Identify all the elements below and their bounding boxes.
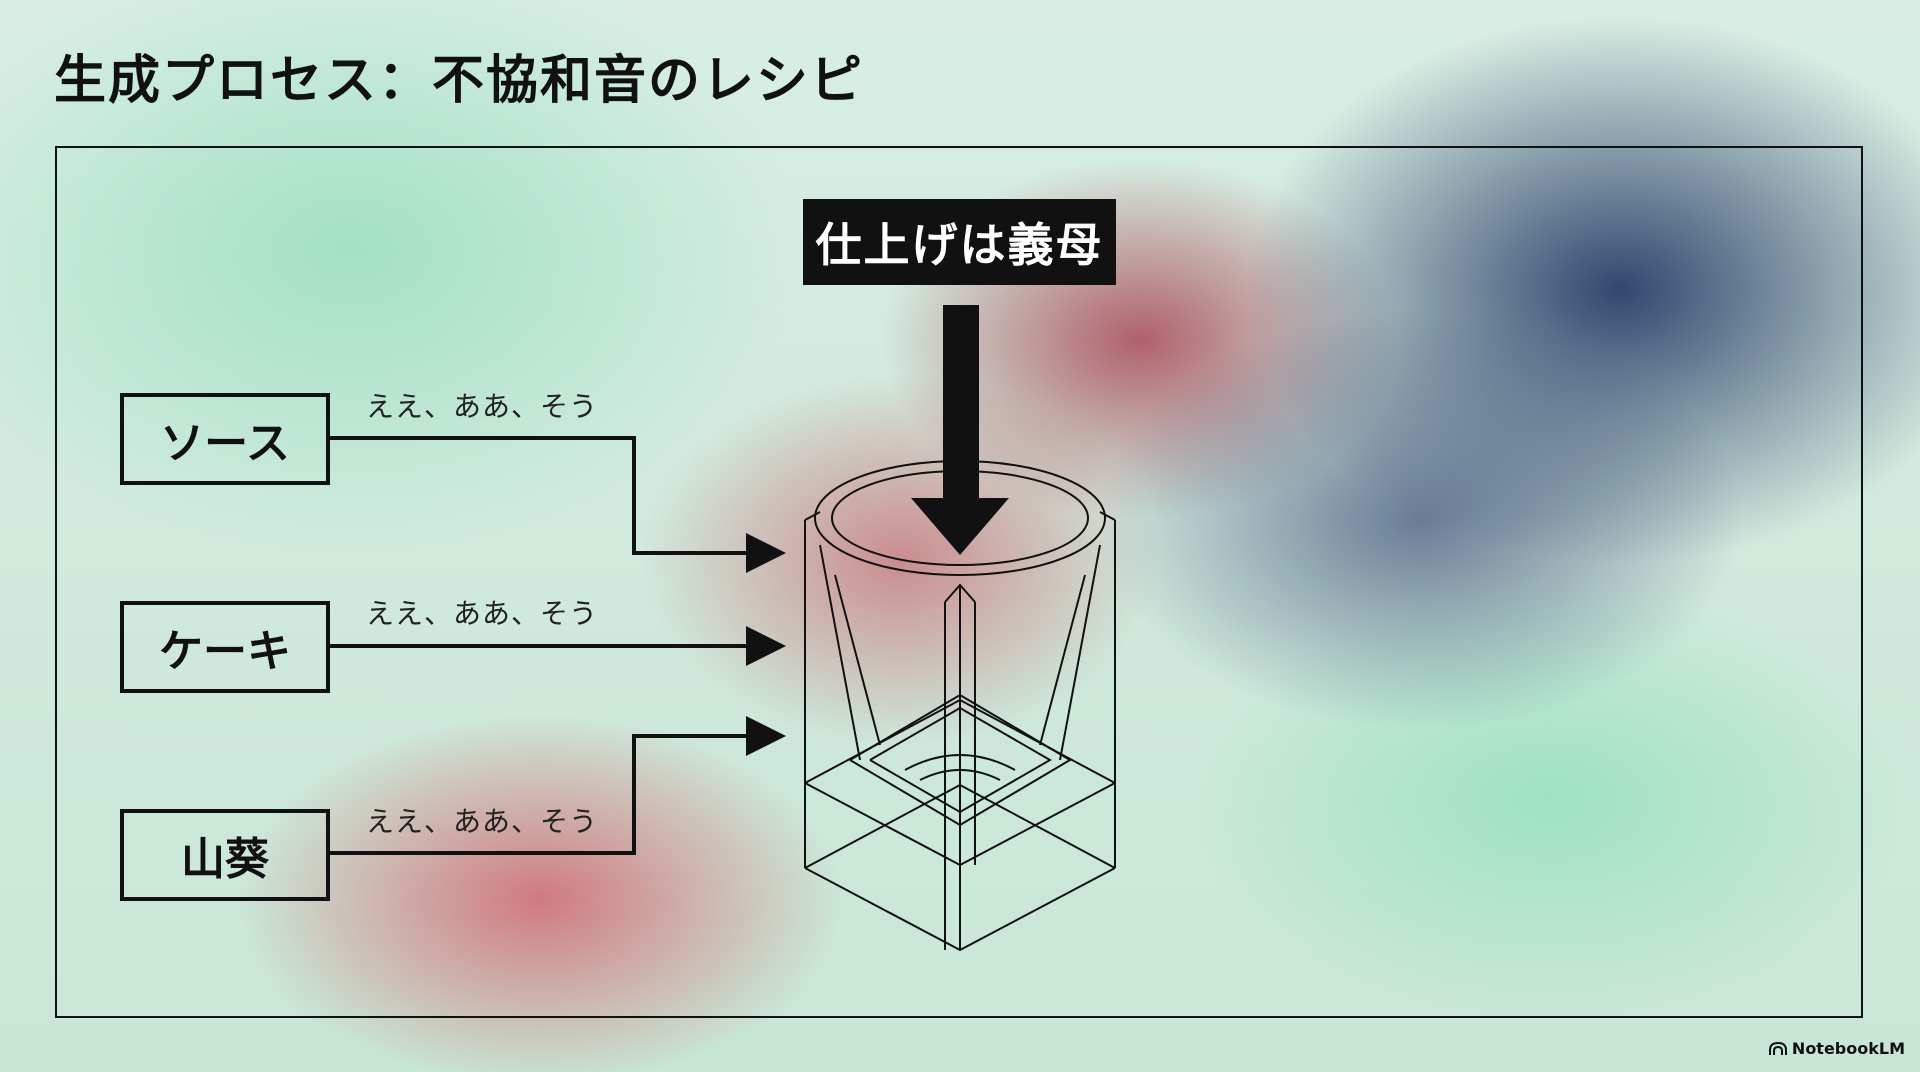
source-box-wasabi: 山葵 bbox=[120, 809, 330, 901]
source-box-sauce: ソース bbox=[120, 393, 330, 485]
source-annotation-1: ええ、ああ、そう bbox=[366, 390, 599, 423]
source-annotation-2: ええ、ああ、そう bbox=[366, 597, 599, 630]
slide-title: 生成プロセス：不協和音のレシピ bbox=[54, 50, 865, 111]
brand-badge: NotebookLM bbox=[1768, 1039, 1905, 1058]
finish-label: 仕上げは義母 bbox=[803, 199, 1116, 285]
notebooklm-logo-icon bbox=[1768, 1041, 1787, 1055]
source-annotation-3: ええ、ああ、そう bbox=[366, 805, 599, 838]
brand-name: NotebookLM bbox=[1791, 1039, 1905, 1058]
source-box-cake: ケーキ bbox=[120, 601, 330, 693]
diagram-frame bbox=[55, 146, 1863, 1018]
